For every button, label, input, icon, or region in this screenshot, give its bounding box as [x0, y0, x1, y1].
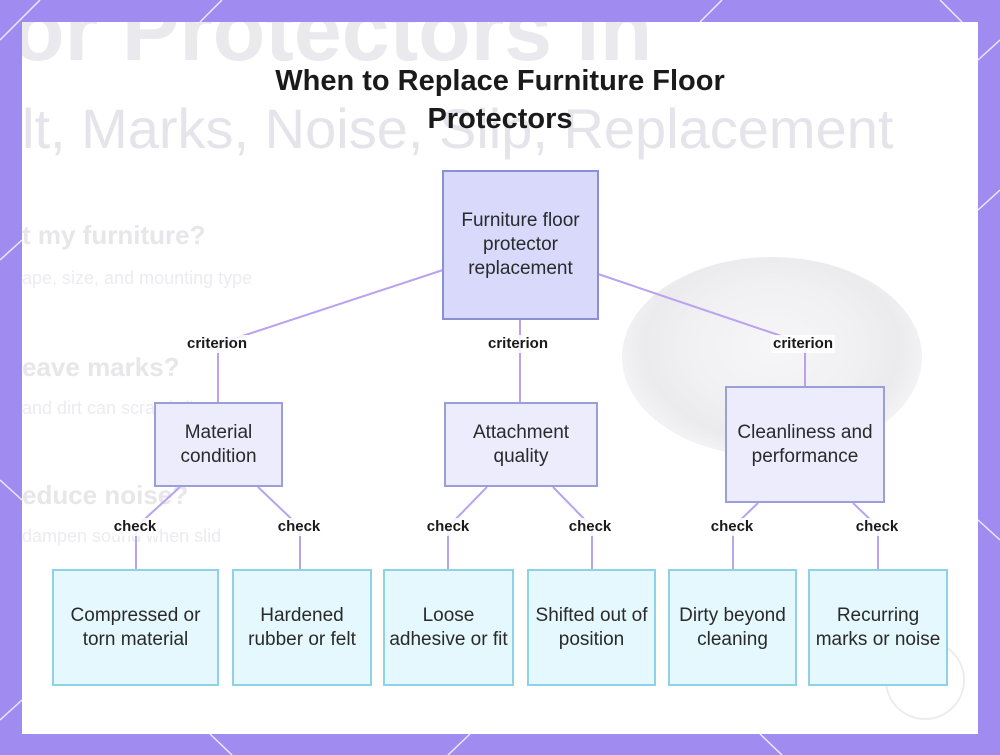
- leaf-node-compressed: Compressed or torn material: [52, 569, 219, 686]
- leaf-node-recurring: Recurring marks or noise: [808, 569, 948, 686]
- edge-root-cleanliness: [598, 274, 805, 387]
- leaf-node-hardened: Hardened rubber or felt: [232, 569, 372, 686]
- leaf-node-shifted: Shifted out of position: [527, 569, 656, 686]
- leaf-node-loose: Loose adhesive or fit: [383, 569, 514, 686]
- root-node: Furniture floor protector replacement: [442, 170, 599, 320]
- edge-cleanliness-dirty: [733, 503, 758, 570]
- edge-label-criterion-2: criterion: [486, 335, 550, 353]
- edge-label-check-2: check: [276, 518, 323, 536]
- edge-label-check-1: check: [112, 518, 159, 536]
- branch-node-cleanliness: Cleanliness and performance: [725, 386, 885, 503]
- edge-label-criterion-1: criterion: [185, 335, 249, 353]
- edge-root-material: [218, 270, 443, 403]
- edge-label-check-4: check: [567, 518, 614, 536]
- leaf-node-dirty: Dirty beyond cleaning: [668, 569, 797, 686]
- edge-label-check-5: check: [709, 518, 756, 536]
- edge-label-check-3: check: [425, 518, 472, 536]
- edge-cleanliness-recurring: [853, 503, 878, 570]
- branch-node-attachment: Attachment quality: [444, 402, 598, 487]
- edge-label-check-6: check: [854, 518, 901, 536]
- edge-label-criterion-3: criterion: [771, 335, 835, 353]
- branch-node-material: Material condition: [154, 402, 283, 487]
